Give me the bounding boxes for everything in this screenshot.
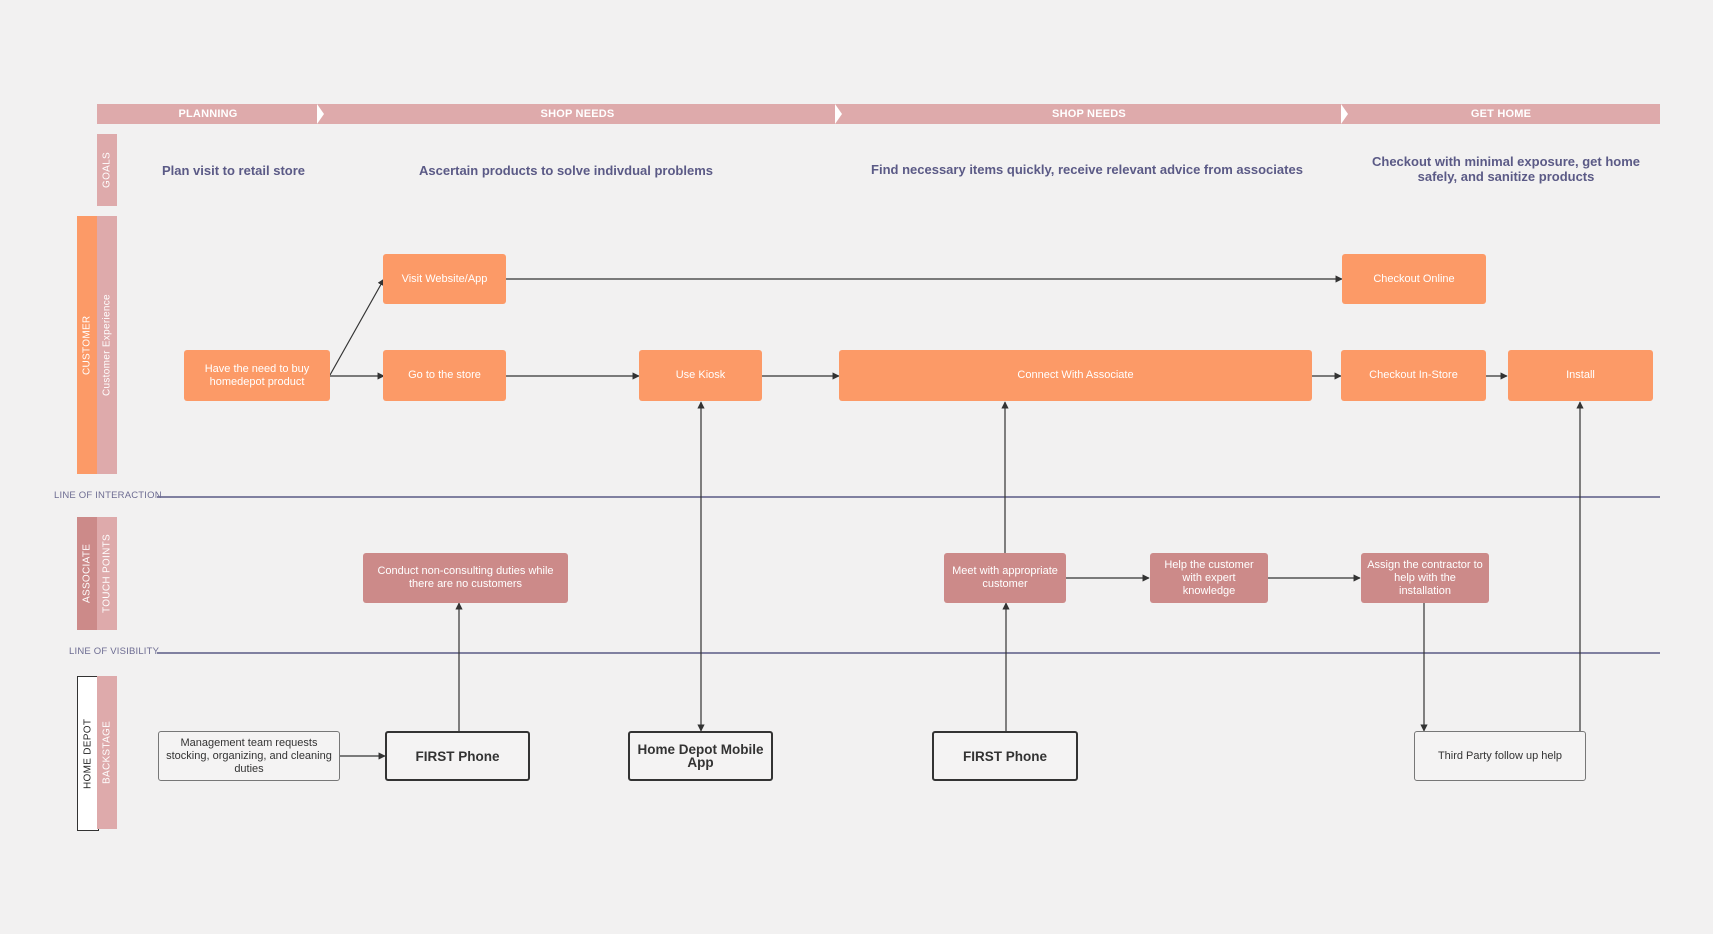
step-management-requests[interactable]: Management team requests stocking, organ… [158,731,340,781]
backstage-label: BACKSTAGE [97,676,117,829]
step-checkout-online[interactable]: Checkout Online [1342,254,1486,304]
goal-shop-needs-1: Ascertain products to solve indivdual pr… [418,163,713,178]
step-meet-customer[interactable]: Meet with appropriate customer [944,553,1066,603]
goal-get-home: Checkout with minimal exposure, get home… [1372,154,1640,184]
phase-divider-icon [1341,104,1348,124]
goal-planning: Plan visit to retail store [161,163,306,178]
step-third-party-help[interactable]: Third Party follow up help [1414,731,1586,781]
phase-get-home: GET HOME [1342,104,1660,124]
associate-lane-label: ASSOCIATE [77,517,97,630]
line-of-visibility-label: LINE OF VISIBILITY [69,646,160,657]
goals-lane-label: GOALS [97,134,117,206]
phase-divider-icon [317,104,324,124]
customer-experience-label: Customer Experience [97,216,117,474]
step-connect-associate[interactable]: Connect With Associate [839,350,1312,401]
step-first-phone-2[interactable]: FIRST Phone [932,731,1078,781]
step-go-to-store[interactable]: Go to the store [383,350,506,401]
step-help-customer[interactable]: Help the customer with expert knowledge [1150,553,1268,603]
step-visit-website[interactable]: Visit Website/App [383,254,506,304]
step-conduct-duties[interactable]: Conduct non-consulting duties while ther… [363,553,568,603]
phase-planning: PLANNING [97,104,319,124]
customer-lane-label: CUSTOMER [77,216,97,474]
step-assign-contractor[interactable]: Assign the contractor to help with the i… [1361,553,1489,603]
line-of-interaction-label: LINE OF INTERACTION [54,490,162,501]
goal-shop-needs-2: Find necessary items quickly, receive re… [871,162,1303,177]
phase-divider-icon [835,104,842,124]
phase-shop-needs-1: SHOP NEEDS [319,104,836,124]
arrow-need-to-web [329,278,385,376]
touch-points-label: TOUCH POINTS [97,517,117,630]
phase-shop-needs-2: SHOP NEEDS [836,104,1342,124]
step-use-kiosk[interactable]: Use Kiosk [639,350,762,401]
step-have-need[interactable]: Have the need to buy homedepot product [184,350,330,401]
step-mobile-app[interactable]: Home Depot Mobile App [628,731,773,781]
step-install[interactable]: Install [1508,350,1653,401]
step-first-phone-1[interactable]: FIRST Phone [385,731,530,781]
home-depot-lane-label: HOME DEPOT [77,676,99,831]
step-checkout-in-store[interactable]: Checkout In-Store [1341,350,1486,401]
